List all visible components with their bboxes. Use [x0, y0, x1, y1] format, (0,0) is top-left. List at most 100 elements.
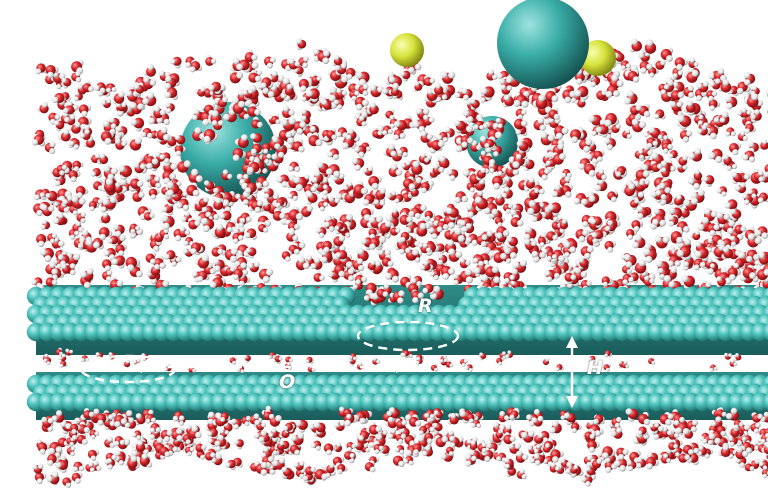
hydrogen-atom — [104, 137, 112, 145]
hydrogen-atom — [510, 280, 516, 286]
hydrogen-atom — [272, 459, 279, 467]
hydrogen-atom — [176, 202, 183, 209]
hydrogen-atom — [765, 89, 768, 96]
hydrogen-atom — [426, 87, 434, 95]
hydrogen-atom — [156, 117, 163, 124]
hydrogen-atom — [721, 411, 727, 417]
hydrogen-atom — [650, 191, 657, 198]
hydrogen-atom — [611, 196, 617, 202]
hydrogen-atom — [236, 367, 241, 372]
hydrogen-atom — [238, 100, 246, 108]
hydrogen-atom — [345, 213, 353, 221]
hydrogen-atom — [109, 196, 117, 204]
oxygen-atom — [213, 200, 224, 211]
oxygen-atom — [274, 355, 281, 362]
hydrogen-atom — [589, 420, 595, 426]
hydrogen-atom — [488, 69, 494, 75]
lower-substrate-sheet — [26, 374, 768, 412]
hydrogen-atom — [441, 94, 448, 100]
hydrogen-atom — [164, 367, 168, 372]
hydrogen-atom — [429, 271, 435, 277]
hydrogen-atom — [635, 104, 642, 111]
hydrogen-atom — [266, 153, 272, 159]
hydrogen-atom — [506, 236, 513, 243]
hydrogen-atom — [328, 94, 336, 102]
hydrogen-atom — [660, 59, 666, 66]
hydrogen-atom — [763, 171, 768, 178]
hydrogen-atom — [743, 199, 750, 206]
hydrogen-atom — [497, 73, 503, 79]
hydrogen-atom — [690, 197, 699, 205]
hydrogen-atom — [137, 103, 144, 110]
hydrogen-atom — [174, 134, 181, 141]
hydrogen-atom — [754, 229, 762, 237]
hydrogen-atom — [701, 216, 709, 225]
hydrogen-atom — [149, 79, 157, 86]
hydrogen-atom — [689, 57, 695, 63]
hydrogen-atom — [301, 96, 307, 102]
upper-substrate-sheet — [26, 286, 768, 342]
hydrogen-atom — [100, 206, 107, 213]
hydrogen-atom — [395, 169, 403, 176]
hydrogen-atom — [53, 120, 60, 126]
hydrogen-atom — [219, 213, 226, 219]
hydrogen-atom — [676, 64, 683, 71]
hydrogen-atom — [743, 173, 751, 180]
hydrogen-atom — [269, 56, 276, 63]
hydrogen-atom — [191, 168, 199, 176]
hydrogen-atom — [716, 276, 722, 282]
hydrogen-atom — [99, 233, 106, 241]
hydrogen-atom — [171, 261, 177, 267]
hydrogen-atom — [607, 246, 613, 253]
hydrogen-atom — [351, 95, 357, 101]
hydrogen-atom — [453, 279, 459, 286]
hydrogen-atom — [677, 91, 685, 99]
hydrogen-atom — [217, 248, 224, 255]
hydrogen-atom — [63, 128, 70, 136]
hydrogen-atom — [73, 166, 80, 172]
hydrogen-atom — [333, 170, 341, 178]
hydrogen-atom — [361, 121, 367, 127]
hydrogen-atom — [127, 264, 135, 272]
hydrogen-atom — [89, 206, 95, 212]
hydrogen-atom — [618, 360, 623, 365]
hydrogen-atom — [537, 117, 545, 124]
hydrogen-atom — [299, 121, 307, 128]
hydrogen-atom — [275, 119, 281, 125]
hydrogen-atom — [655, 189, 662, 196]
hydrogen-atom — [92, 241, 100, 249]
hydrogen-atom — [446, 239, 455, 247]
hydrogen-atom — [757, 197, 764, 204]
hydrogen-atom — [638, 149, 644, 155]
hydrogen-atom — [421, 187, 427, 194]
hydrogen-atom — [414, 257, 421, 263]
hydrogen-atom — [646, 142, 653, 149]
hydrogen-atom — [202, 225, 210, 233]
hydrogen-atom — [423, 114, 429, 121]
hydrogen-atom — [306, 255, 313, 261]
hydrogen-atom — [674, 260, 681, 267]
hydrogen-atom — [42, 219, 48, 225]
hydrogen-atom — [547, 203, 554, 211]
hydrogen-atom — [683, 226, 690, 233]
hydrogen-atom — [465, 236, 472, 243]
hydrogen-atom — [147, 91, 155, 99]
hydrogen-atom — [292, 195, 298, 201]
hydrogen-atom — [84, 129, 90, 135]
hydrogen-atom — [74, 90, 80, 96]
hydrogen-atom — [709, 132, 717, 140]
hydrogen-atom — [419, 222, 427, 230]
hydrogen-atom — [262, 87, 270, 95]
hydrogen-atom — [354, 146, 361, 153]
hydrogen-atom — [132, 360, 137, 364]
hydrogen-atom — [663, 135, 669, 141]
hydrogen-atom — [263, 201, 269, 207]
oxygen-atom — [172, 56, 182, 66]
hydrogen-atom — [376, 359, 380, 364]
hydrogen-atom — [155, 151, 161, 158]
hydrogen-atom — [726, 165, 732, 171]
hydrogen-atom — [539, 202, 545, 208]
hydrogen-atom — [376, 215, 383, 223]
hydrogen-atom — [500, 252, 507, 260]
hydrogen-atom — [468, 368, 473, 372]
